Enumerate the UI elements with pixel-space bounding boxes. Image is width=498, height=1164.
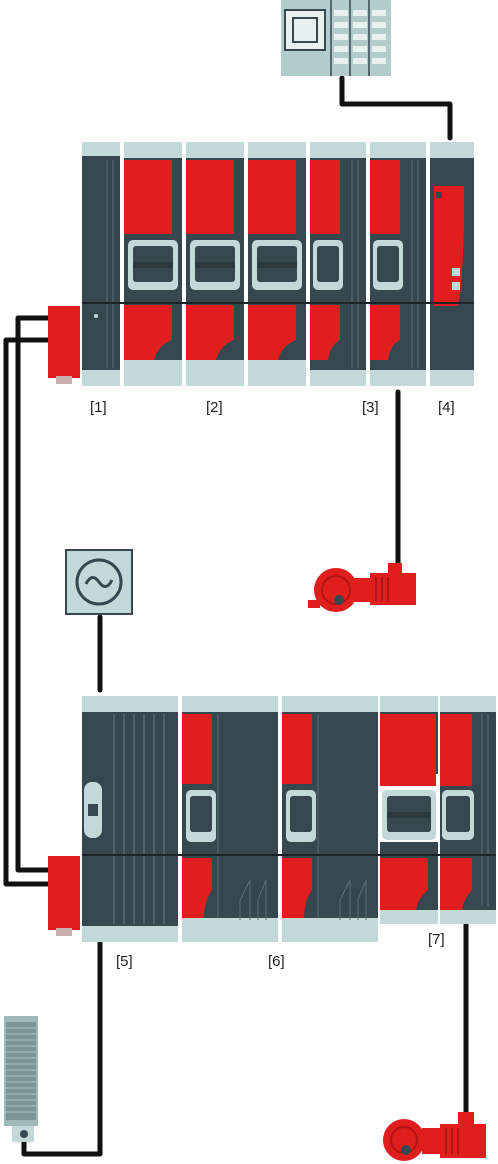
axis-module-7a [380,696,438,924]
label-5: [5] [116,953,133,970]
dc-link-connector-upper [48,306,80,384]
axis-module-3a [310,142,366,386]
supply-module-5 [82,696,178,942]
label-7: [7] [428,931,445,948]
label-1: [1] [90,399,107,416]
controller-icon [281,0,391,76]
axis-module-3b [370,142,426,386]
label-6: [6] [268,953,285,970]
label-4: [4] [438,399,455,416]
master-module-4 [430,142,474,386]
label-3: [3] [362,399,379,416]
ac-supply-icon [65,549,133,615]
axis-module-2c [248,142,306,386]
power-module-6a [182,696,278,942]
gear-motor-icon [383,1112,486,1161]
braking-resistor-icon [4,1016,38,1142]
axis-module-2b [186,142,244,386]
power-module-6b [282,696,378,942]
label-2: [2] [206,399,223,416]
supply-module-1 [82,142,120,386]
dc-link-connector-lower [48,856,80,936]
axis-module-2a [124,142,182,386]
gear-motor-icon [308,563,416,612]
axis-module-7b [440,696,496,924]
